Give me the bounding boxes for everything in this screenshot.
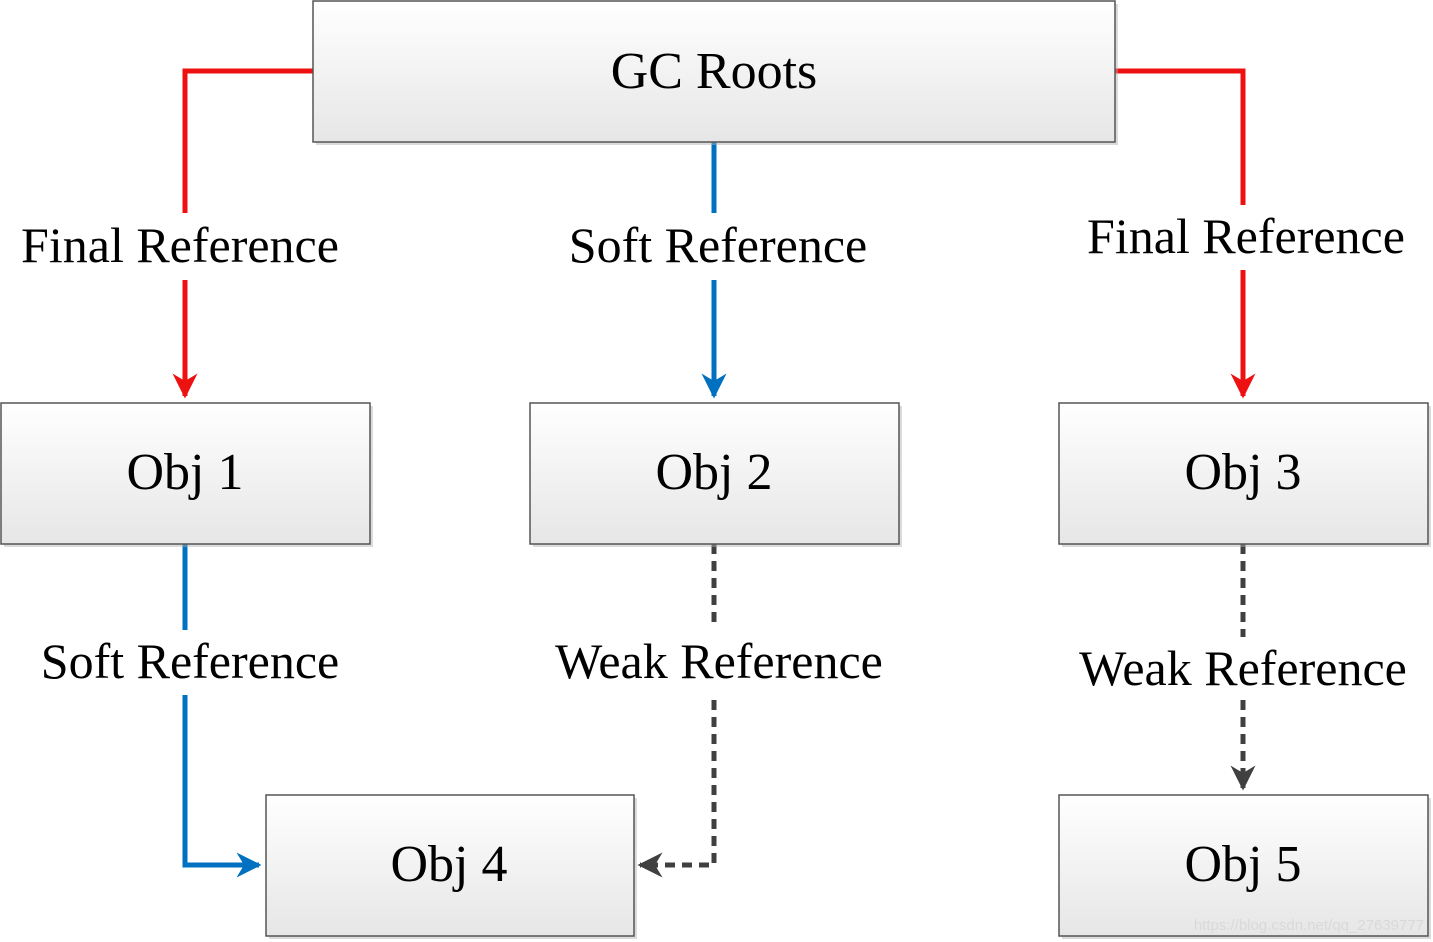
watermark-text: https://blog.csdn.net/qq_27639777: [1194, 917, 1424, 934]
obj3-label: Obj 3: [1185, 444, 1302, 501]
obj3-node: Obj 3: [1058, 402, 1431, 547]
gc-roots-node: GC Roots: [312, 0, 1118, 145]
obj2-label: Obj 2: [656, 444, 773, 501]
edge-label-roots-obj3: Final Reference: [1087, 208, 1405, 264]
obj5-node: Obj 5: [1058, 794, 1431, 939]
edge-label-roots-obj2: Soft Reference: [569, 217, 867, 273]
obj2-node: Obj 2: [529, 402, 902, 547]
edge-obj1-obj4-arrow: [182, 695, 262, 878]
edge-roots-obj3-line: [1115, 68, 1246, 205]
obj1-node: Obj 1: [0, 402, 373, 547]
obj4-label: Obj 4: [391, 836, 508, 893]
gc-roots-label: GC Roots: [611, 43, 818, 100]
edge-obj2-obj4-arrow: [637, 700, 717, 878]
obj1-label: Obj 1: [127, 444, 244, 501]
obj4-node: Obj 4: [265, 794, 637, 939]
edge-label-obj3-obj5: Weak Reference: [1079, 640, 1407, 696]
edge-roots-obj1-line: [182, 68, 313, 213]
edge-label-obj2-obj4: Weak Reference: [555, 633, 883, 689]
edge-label-obj1-obj4: Soft Reference: [41, 633, 339, 689]
edge-label-roots-obj1: Final Reference: [21, 217, 339, 273]
obj5-label: Obj 5: [1185, 836, 1302, 893]
